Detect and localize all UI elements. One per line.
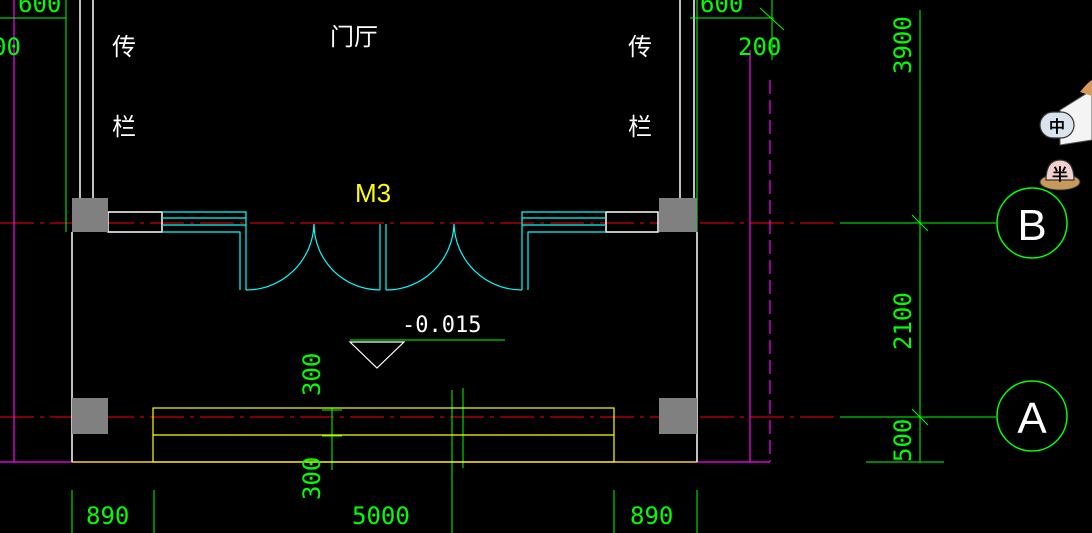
elevation-value: -0.015	[402, 313, 481, 338]
axis-lines	[0, 222, 840, 418]
column-a-right	[659, 398, 697, 434]
column-b-left	[72, 198, 108, 232]
dim-right-tick-a	[911, 408, 929, 426]
axis-label-a: A	[1017, 394, 1047, 443]
dim-bottom-5000: 5000	[352, 502, 410, 530]
walls	[71, 0, 698, 462]
column-a-left	[72, 398, 108, 434]
door-swing-3	[385, 223, 455, 291]
axis-label-b: B	[1017, 201, 1046, 250]
dim-top-right-600: 600	[700, 0, 743, 18]
door-swing-4	[453, 223, 523, 291]
room-label: 门厅	[330, 23, 378, 51]
dim-step-300-lower: 300	[298, 457, 326, 500]
dim-top-right-200: 200	[738, 33, 781, 61]
dim-bottom-890-right: 890	[630, 502, 673, 530]
dim-top-left-600: 600	[18, 0, 61, 18]
badge-ban[interactable]	[1045, 159, 1075, 181]
right-bay-label-2: 栏	[628, 113, 652, 141]
dim-bottom-890-left: 890	[86, 502, 129, 530]
dim-right-tick-b	[911, 214, 929, 232]
right-bay-label-1: 传	[628, 33, 652, 61]
door-swing-2	[313, 223, 381, 291]
columns	[72, 198, 697, 434]
door-tag: M3	[355, 178, 391, 208]
door-m3	[162, 211, 606, 291]
dim-right-2100: 2100	[889, 292, 917, 350]
dim-right-500: 500	[889, 419, 917, 462]
dim-right-3900: 3900	[889, 16, 917, 74]
axis-bubble-b	[996, 187, 1068, 259]
badge-zhong[interactable]	[1039, 111, 1075, 139]
left-bay-label-1: 传	[112, 33, 136, 61]
left-bay-label-2: 栏	[112, 113, 136, 141]
column-b-right	[659, 198, 697, 232]
ime-toolbar[interactable]: 中 半	[1039, 80, 1092, 191]
elevation-symbol	[348, 341, 406, 369]
tick-right-a	[759, 7, 785, 31]
entrance-steps	[72, 407, 697, 463]
badge-zhong-label: 中	[1049, 117, 1065, 136]
dim-top-left-00: 00	[0, 33, 21, 61]
wall-stub-right	[605, 211, 659, 233]
door-frame-left	[162, 211, 247, 290]
door-swing-1	[245, 223, 315, 291]
extension-lines	[0, 0, 996, 533]
door-frame-right	[521, 211, 606, 290]
dim-step-300-upper: 300	[298, 353, 326, 396]
axis-bubble-a	[996, 380, 1068, 452]
toolbar-character	[1080, 80, 1092, 96]
badge-ban-label: 半	[1052, 165, 1068, 184]
